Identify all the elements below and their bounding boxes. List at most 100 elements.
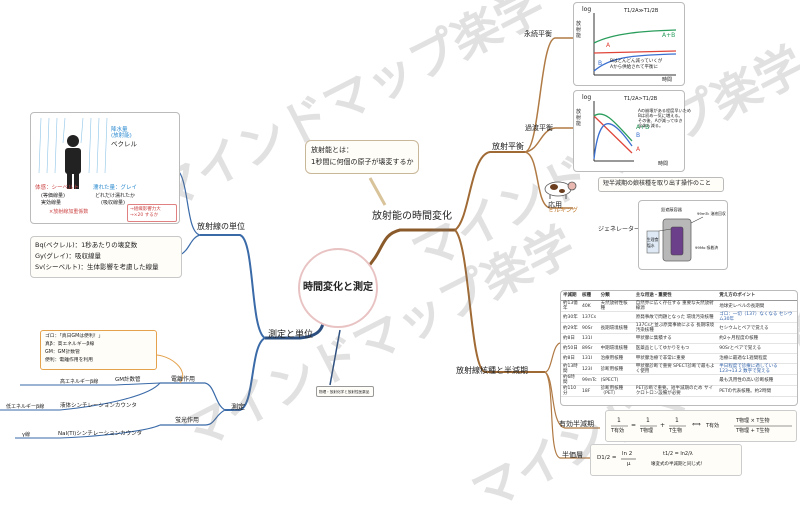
center-title: 時間変化と測定 bbox=[303, 282, 373, 293]
halfval-t-note: 壊変式の半減期と同じ式！ bbox=[651, 462, 705, 467]
transient-graph bbox=[593, 101, 634, 162]
secular-x-label: 時間 bbox=[662, 77, 673, 83]
label-half-value-layer[interactable]: 半価層 bbox=[562, 451, 583, 459]
rain-person-drawing bbox=[38, 117, 108, 189]
sievert-label: 体感：シーベルト bbox=[35, 185, 80, 191]
gray-sub2: (吸収線量) bbox=[101, 200, 125, 206]
cell: 約8日 bbox=[561, 333, 581, 344]
cell: 約8日 bbox=[561, 353, 581, 364]
cell: 診断用核種（PET） bbox=[598, 385, 634, 397]
reference-tag[interactable]: 物理・放射化学と放射性医薬品 bbox=[316, 386, 374, 397]
mnemonic-line2: 真β：高エネルギーβ線 bbox=[45, 342, 95, 347]
cell bbox=[598, 333, 634, 344]
low-energy-beta: 低エネルギーβ線 bbox=[6, 404, 45, 410]
eff-f1-den: T有効 bbox=[611, 428, 625, 434]
cow-icon bbox=[540, 178, 580, 200]
mnemonic-line1: ゴロ：「真日GMは便利！」 bbox=[45, 334, 104, 339]
transient-curve-b: B bbox=[636, 132, 641, 139]
secular-y-log: log bbox=[582, 6, 592, 13]
gamma-ray: γ線 bbox=[22, 432, 30, 438]
fraction-bars bbox=[611, 425, 792, 427]
table-header: 半減期 bbox=[561, 291, 581, 301]
label-radiation-units[interactable]: 放射線の単位 bbox=[197, 222, 245, 231]
transient-note3: その後、Aが減ってゆき bbox=[638, 118, 683, 123]
cell: 約50日 bbox=[561, 343, 581, 354]
cell: 治療用核種 bbox=[598, 353, 634, 364]
becquerel-label: ベクレル bbox=[111, 140, 137, 148]
cell: 自然界に広く存在する 重要な天然放射線源 bbox=[633, 300, 718, 312]
eff-f2-num: 1 bbox=[646, 417, 650, 424]
milking-label: ミルキング bbox=[548, 207, 578, 214]
cell: 約30年 bbox=[561, 311, 581, 323]
gray-sub1: どれだけ濡れたか bbox=[95, 193, 136, 199]
label-secular-equilibrium[interactable]: 永続平衡 bbox=[524, 30, 552, 38]
cell: 甲状腺治療で非常に重要 bbox=[633, 353, 718, 364]
label-application[interactable]: 応用 bbox=[548, 201, 562, 209]
eff-rhs-num: T物理 × T生物 bbox=[736, 418, 770, 424]
table-header: 覚え方のポイント bbox=[717, 291, 797, 301]
transient-note2: Bは初め一気に増える。 bbox=[638, 113, 683, 118]
halfval-eq-left: D1/2 = bbox=[597, 455, 617, 461]
secular-note2: Aから供給されて平衡に bbox=[610, 65, 658, 70]
label-ionization[interactable]: 電離作用 bbox=[171, 376, 196, 383]
topic-measurement-units[interactable]: 測定と単位 bbox=[268, 330, 314, 340]
eff-f1-num: 1 bbox=[617, 417, 621, 424]
secular-y-label: 放射能 bbox=[576, 21, 582, 39]
mnemonic-box: ゴロ：「真日GMは便利！」 真β：高エネルギーβ線 GM：GM計数管 便利：電離… bbox=[40, 330, 157, 370]
units-line-sv: Sv(シーベルト)：生体影響を考慮した線量 bbox=[35, 263, 159, 271]
effective-formula-box: 1 T有効 = 1 T物理 + 1 T生物 ⟺ T有効 T物理 × T生物 T物… bbox=[605, 410, 797, 442]
tissue-note-box: →組織影響力大 →×20 するか bbox=[127, 204, 177, 222]
definition-line2: 1秒間に何個の原子が壊変するか bbox=[311, 158, 414, 166]
definition-box: 放射能とは： 1秒間に何個の原子が壊変するか bbox=[305, 140, 419, 174]
equivalent-dose: (等価線量) bbox=[41, 193, 65, 199]
secular-curve-ab: A+B bbox=[662, 32, 676, 39]
rain-label: 降水量 bbox=[111, 127, 128, 133]
eff-rhs-den: T物理 + T生物 bbox=[736, 428, 770, 434]
tissue-note2: →×20 するか bbox=[130, 213, 159, 218]
cell: 約2ヶ月程度の核種 bbox=[717, 333, 797, 344]
center-node[interactable]: 時間変化と測定 bbox=[298, 248, 378, 328]
cell: 18F bbox=[580, 385, 599, 397]
generator-drawing bbox=[646, 216, 704, 262]
eff-f3-den: T生物 bbox=[669, 428, 683, 434]
generator-label: ジェネレーター bbox=[598, 226, 641, 233]
cell: 123I bbox=[580, 363, 599, 375]
label-nuclides-halflife[interactable]: 放射線核種と半減期 bbox=[456, 366, 528, 375]
gm-high-energy-beta: 高エネルギーβ線 bbox=[60, 379, 99, 385]
label-radioactive-equilibrium[interactable]: 放射平衡 bbox=[492, 142, 524, 151]
nai-scintillation[interactable]: NaI(Tl)シンチレーションカウンタ bbox=[58, 431, 143, 437]
label-transient-equilibrium[interactable]: 過渡平衡 bbox=[525, 124, 553, 132]
halfval-fraction-bar bbox=[621, 458, 636, 460]
cell: 最も汎用性の高い診断核種 bbox=[717, 374, 797, 386]
generator-right1: 99mTc 溶液回収 bbox=[697, 211, 726, 216]
eff-lhs: T有効 bbox=[706, 423, 720, 429]
eff-arrow: ⟺ bbox=[692, 421, 701, 428]
label-effective-halflife[interactable]: 有効半減期 bbox=[559, 420, 594, 428]
cell: 約6時間 bbox=[561, 374, 581, 386]
cell: 治療に最適な1週間程度 bbox=[717, 353, 797, 364]
secular-curve-a: A bbox=[606, 42, 611, 49]
effective-dose: 実効線量 bbox=[41, 200, 62, 206]
topic-time-change[interactable]: 放射能の時間変化 bbox=[372, 211, 452, 222]
label-measurement[interactable]: 測定 bbox=[231, 403, 245, 411]
table-header: 分類 bbox=[598, 291, 634, 301]
label-fluorescence[interactable]: 蛍光作用 bbox=[175, 417, 200, 424]
halfval-t-eq: t1/2 = ln2/λ bbox=[663, 451, 693, 457]
cell: 約13時間 bbox=[561, 363, 581, 375]
mnemonic-line4: 便利：電離作用を利用 bbox=[45, 358, 93, 363]
gm-counter[interactable]: GM計数管 bbox=[115, 377, 141, 383]
tissue-note1: →組織影響力大 bbox=[130, 207, 161, 212]
halfval-formula-box: D1/2 = ln 2 μ t1/2 = ln2/λ 壊変式の半減期と同じ式！ bbox=[590, 444, 742, 476]
liquid-scintillation[interactable]: 液体シンチレーションカウンタ bbox=[60, 403, 137, 409]
units-line-bq: Bq(ベクレル)：1秒あたりの壊変数 bbox=[35, 241, 138, 249]
cell: 甲状腺に集積する bbox=[633, 333, 718, 344]
cell: 40K bbox=[580, 300, 599, 312]
generator-panel: 鉛遮蔽容器 99mTc 溶液回収 99Mo 吸着済 生理食塩水 bbox=[638, 200, 728, 270]
